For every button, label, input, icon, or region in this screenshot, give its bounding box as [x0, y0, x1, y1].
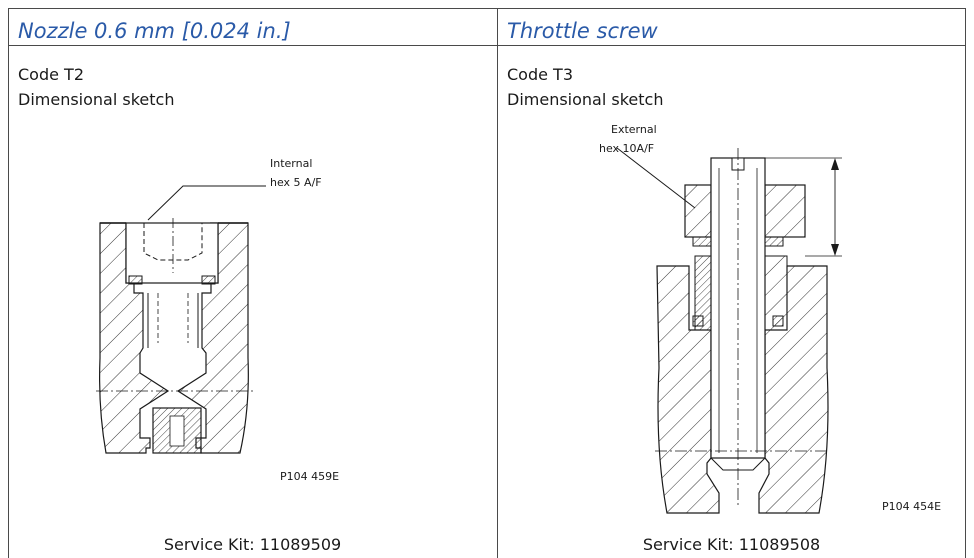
left-border	[8, 8, 9, 558]
external-hex-label-1: External	[611, 123, 657, 136]
throttle-code: Code T3	[507, 65, 573, 84]
nozzle-panel: Nozzle 0.6 mm [0.024 in.] Code T2 Dimens…	[8, 8, 497, 558]
nozzle-code: Code T2	[18, 65, 84, 84]
nozzle-part-number: P104 459E	[280, 470, 339, 483]
nozzle-title: Nozzle 0.6 mm [0.024 in.]	[18, 19, 291, 43]
throttle-dimensional-sketch: External hex 10A/F P104 454E	[599, 123, 941, 514]
hex-nut-right	[764, 184, 806, 238]
internal-hex-label-1: Internal	[270, 157, 312, 170]
right-border	[965, 8, 966, 558]
hex-nut-left	[684, 184, 712, 238]
column-divider	[497, 8, 498, 558]
throttle-title: Throttle screw	[507, 19, 658, 43]
nozzle-seal-right	[201, 275, 216, 285]
internal-hex-leader	[147, 185, 266, 221]
internal-hex-label-2: hex 5 A/F	[270, 176, 322, 189]
nozzle-service-kit: Service Kit: 11089509	[163, 535, 342, 554]
top-rule	[8, 8, 966, 9]
nozzle-body-left	[99, 222, 170, 454]
header-rule	[8, 45, 966, 46]
throttle-service-kit: Service Kit: 11089508	[642, 535, 821, 554]
throttle-sketch-label: Dimensional sketch	[507, 90, 664, 109]
nozzle-sketch-label: Dimensional sketch	[18, 90, 175, 109]
nozzle-seal-left	[128, 275, 143, 285]
external-hex-leader	[616, 147, 696, 209]
nozzle-dimensional-sketch: Internal hex 5 A/F P104 459E	[96, 157, 339, 483]
throttle-screw-panel: Throttle screw Code T3 Dimensional sketc…	[497, 8, 966, 558]
nozzle-screw-head	[125, 222, 219, 284]
external-hex-label-2: hex 10A/F	[599, 142, 654, 155]
throttle-part-number: P104 454E	[882, 500, 941, 513]
